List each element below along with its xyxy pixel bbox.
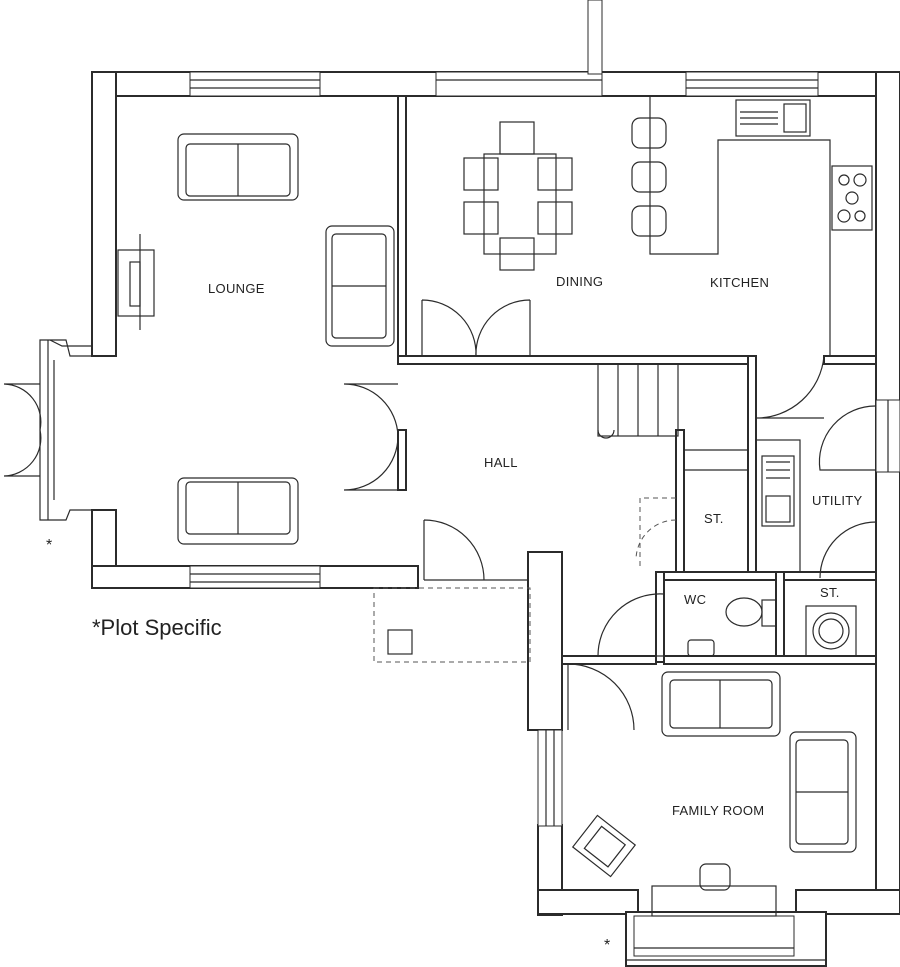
label-hall: HALL	[484, 455, 518, 470]
asterisk-marker-left: *	[46, 537, 52, 554]
kitchen-fittings	[631, 96, 873, 356]
label-dining: DINING	[556, 274, 603, 289]
dining-furniture	[421, 121, 573, 357]
room-labels: LOUNGE DINING KITCHEN HALL ST. UTILITY W…	[46, 274, 863, 954]
label-wc: WC	[684, 592, 706, 607]
windows	[189, 0, 900, 957]
label-lounge: LOUNGE	[208, 281, 265, 296]
internal-walls	[397, 95, 877, 665]
label-store-under-stairs: ST.	[704, 511, 724, 526]
plot-specific-note: *Plot Specific	[92, 615, 222, 640]
label-store-utility: ST.	[820, 585, 840, 600]
service-fittings	[597, 439, 857, 657]
lounge-bay	[3, 339, 92, 521]
lounge-furniture	[117, 133, 395, 545]
hall-fittings	[343, 355, 877, 663]
external-walls	[91, 71, 900, 967]
label-family-room: FAMILY ROOM	[672, 803, 764, 818]
label-utility: UTILITY	[812, 493, 863, 508]
asterisk-marker-bottom: *	[604, 937, 610, 954]
label-kitchen: KITCHEN	[710, 275, 769, 290]
family-room-furniture	[567, 663, 857, 961]
